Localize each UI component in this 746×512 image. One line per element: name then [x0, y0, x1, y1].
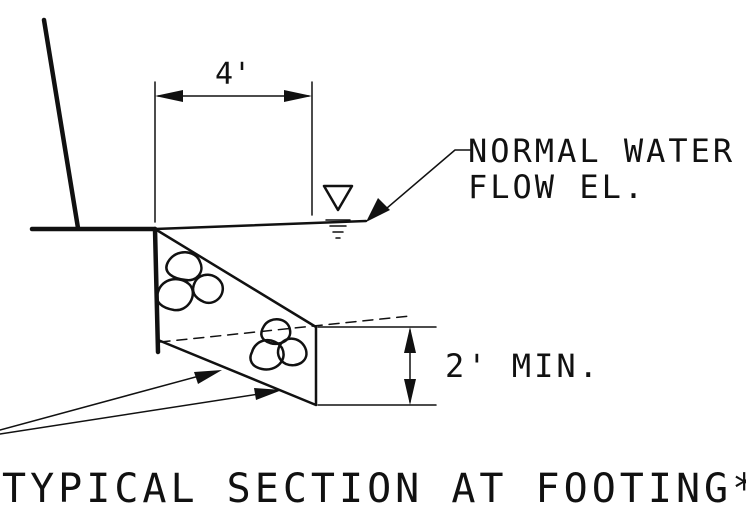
note-line-1: NORMAL WATER: [468, 132, 735, 170]
stone-cluster-icon: [155, 251, 225, 312]
dim-depth-label: 2' MIN.: [445, 347, 601, 385]
arrowhead-left: [155, 90, 183, 102]
drawing-title: TYPICAL SECTION AT FOOTING*: [2, 466, 746, 512]
arrowhead-up: [404, 327, 416, 353]
callout-arrow-2: [254, 388, 282, 400]
note-leader-arrow: [366, 198, 390, 222]
stone-cluster-icon: [249, 318, 308, 371]
dim-width-label: 4': [215, 57, 251, 92]
note-line-2: FLOW EL.: [468, 168, 646, 206]
callout-leader-1: [0, 371, 215, 431]
callout-arrow-1: [194, 370, 222, 384]
arrowhead-down: [404, 379, 416, 405]
water-level-icon: [322, 184, 354, 239]
water-surface-line: [153, 219, 368, 231]
riprap-dashed-line: [159, 315, 411, 343]
note-leader-line: [379, 149, 471, 215]
riprap-vertical-edge: [152, 226, 161, 355]
riprap-section-outline: [153, 227, 318, 407]
arrowhead-right: [284, 90, 312, 102]
wall-face-line: [41, 17, 81, 231]
callout-leader-2: [0, 391, 273, 435]
